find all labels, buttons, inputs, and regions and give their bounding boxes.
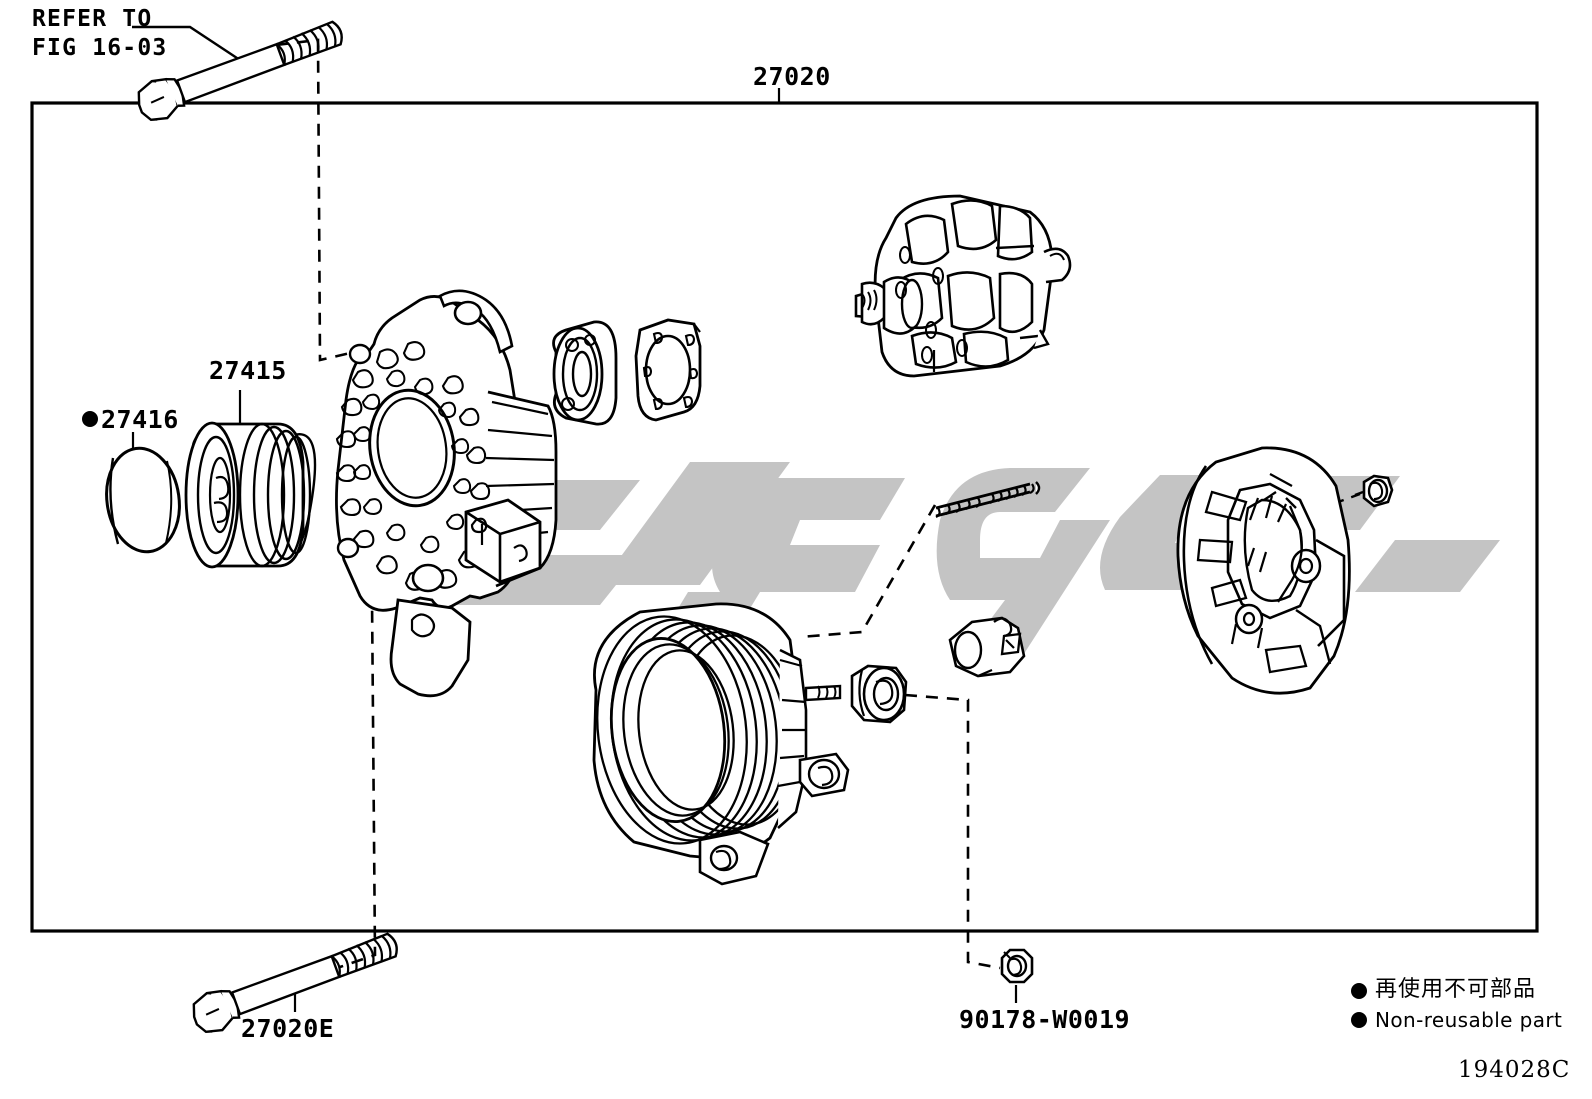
part-terminal-nut [850,664,908,724]
part-connector-housing [948,616,1026,678]
part-cover-nut [1362,474,1394,508]
refer-to-label-line1: REFER TO [32,6,153,32]
part-rotor-assembly [854,194,1072,378]
assembly-number-label: 27020 [753,62,831,91]
nut-number-label: 90178-W0019 [959,1005,1131,1034]
part-terminal-nut-callout [1000,948,1034,984]
part-pulley-cap [105,446,181,554]
pulley-number-label: 27415 [209,356,287,385]
refer-to-label-line2: FIG 16-03 [32,35,168,61]
part-drive-pulley [184,421,317,569]
part-rear-end-cover [1176,446,1351,695]
part-stator-coil [592,602,850,886]
part-bearing-retainer-plate [634,318,702,422]
diagram-frame [30,101,1539,933]
part-through-bolt [935,481,1041,518]
part-drive-end-frame [335,289,558,698]
part-mounting-bolt-upper [131,13,350,127]
figure-id-label: 194028C [1458,1057,1571,1083]
legend-english-text: Non-reusable part [1375,1008,1563,1032]
bolt-bottom-number-label: 27020E [241,1014,335,1043]
legend-marker-japanese [1351,983,1367,999]
non-reusable-marker-27416 [82,411,98,427]
legend-marker-english [1351,1012,1367,1028]
legend-japanese-text: 再使用不可部品 [1375,977,1537,1002]
part-bearing [552,320,618,426]
pulley-cap-number-label: 27416 [101,405,179,434]
